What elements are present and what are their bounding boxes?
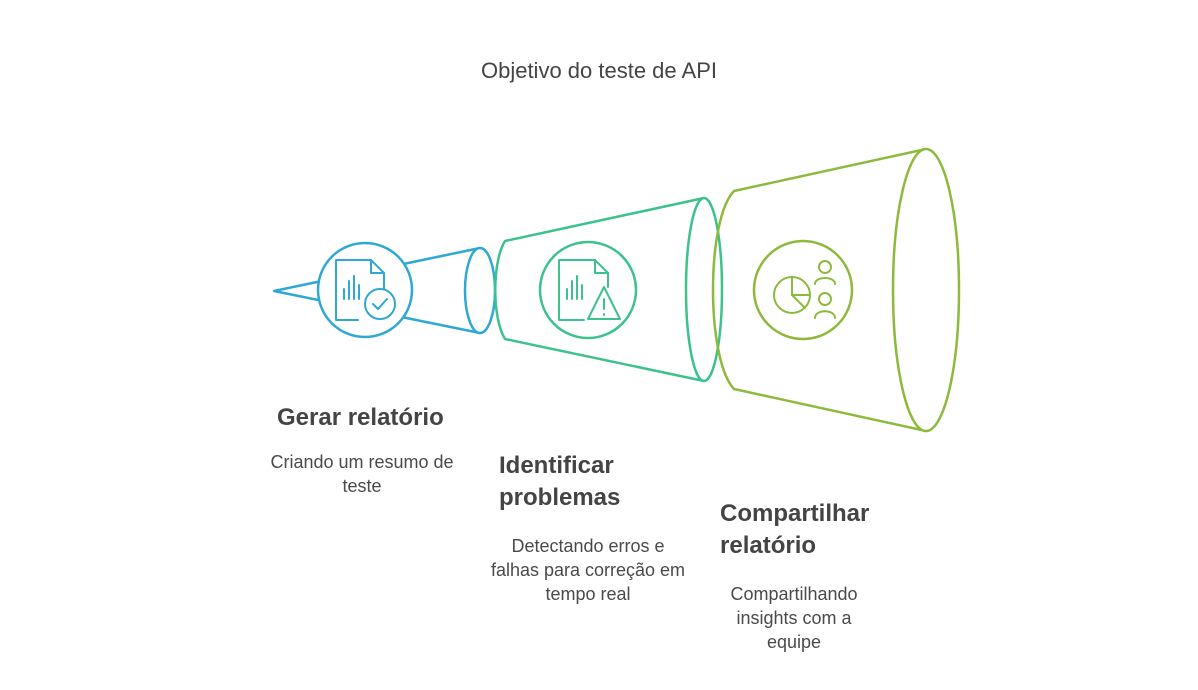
stage-1-description: Criando um resumo de teste (270, 452, 454, 496)
stage-2-title: Identificar problemas (499, 452, 621, 511)
stage-2-icon-circle (538, 240, 638, 340)
stage-1-title: Gerar relatório (277, 404, 444, 431)
report-check-icon (335, 259, 396, 321)
report-warning-icon (558, 259, 621, 321)
stage-3-icon-circle (752, 239, 854, 341)
stage-1-icon-circle (316, 241, 414, 339)
stage-3-cone (711, 147, 961, 433)
stage-2-cone (494, 196, 724, 383)
stage-2-description: Detectando erros e falhas para correção … (490, 536, 686, 604)
stage-3-title: Compartilhar relatório (720, 500, 870, 559)
pie-chart-people-icon (773, 260, 836, 319)
page-title: Objetivo do teste de API (480, 58, 718, 83)
stage-3-description: Compartilhando insights com a equipe (730, 584, 858, 652)
